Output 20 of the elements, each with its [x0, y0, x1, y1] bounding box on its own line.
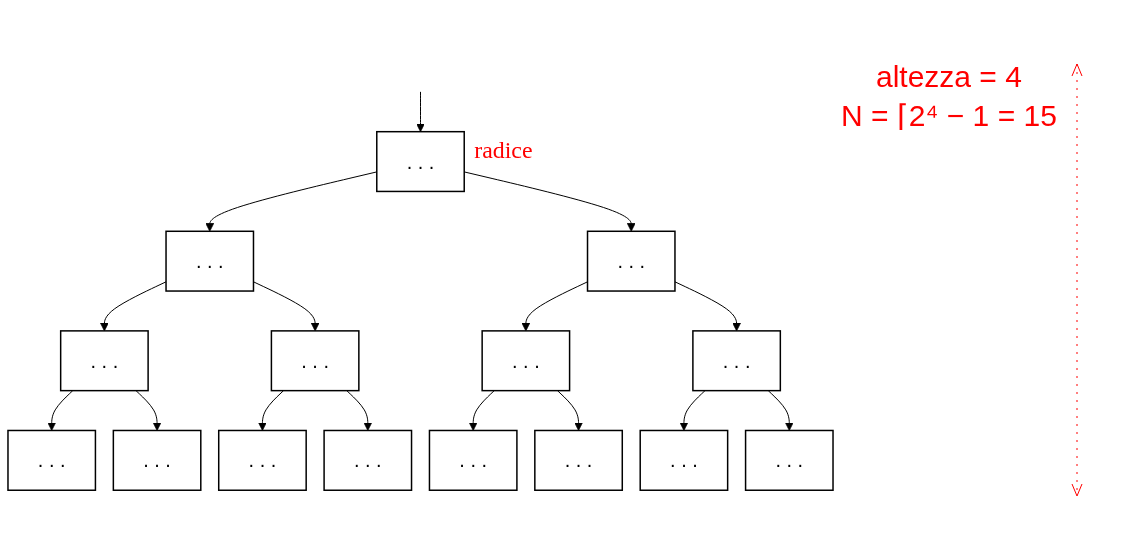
- node-box: . . .: [217, 429, 307, 491]
- arrow: [253, 281, 320, 332]
- node-box: . . .: [112, 429, 202, 491]
- node-box: . . .: [586, 230, 676, 292]
- node-box: . . .: [165, 230, 255, 292]
- node-box: . . .: [428, 429, 518, 491]
- arrow: [767, 390, 794, 431]
- node-box: . . .: [59, 330, 149, 392]
- node-box: . . .: [270, 330, 360, 392]
- node-box: . . .: [323, 429, 413, 491]
- node-box: . . .: [692, 330, 782, 392]
- node-box: . . .: [7, 429, 97, 491]
- annotation-text: altezza = 4: [874, 60, 1023, 94]
- node-box: . . .: [639, 429, 729, 491]
- node-box: . . .: [534, 429, 624, 491]
- node-caption: radice: [474, 136, 533, 163]
- node-box: . . .: [744, 429, 834, 491]
- annotation-text: N = ⌈2⁴ − 1 = 15: [841, 98, 1057, 133]
- node-box: . . .: [481, 330, 571, 392]
- node-box: . . .: [376, 130, 465, 193]
